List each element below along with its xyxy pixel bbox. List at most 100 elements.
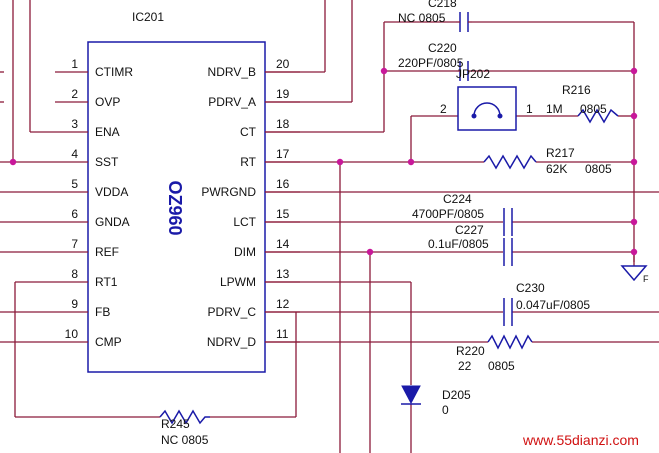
c227-capacitor bbox=[503, 238, 513, 266]
junctions bbox=[336, 67, 638, 256]
ic-body bbox=[87, 41, 266, 373]
ic-pin-number: 20 bbox=[276, 57, 290, 71]
ic-pin-name: OVP bbox=[95, 95, 120, 109]
c230-capacitor bbox=[503, 298, 513, 326]
ic-part-label: OZ960 bbox=[165, 180, 185, 235]
ic-pin-number: 3 bbox=[71, 117, 78, 131]
junction bbox=[630, 158, 638, 166]
ic-pin-name: REF bbox=[95, 245, 119, 259]
r245-value: NC 0805 bbox=[161, 433, 209, 447]
c224-ref: C224 bbox=[443, 192, 472, 206]
c227-value: 0.1uF/0805 bbox=[428, 237, 489, 251]
ic-pin-number: 1 bbox=[71, 57, 78, 71]
c224-value: 4700PF/0805 bbox=[412, 207, 484, 221]
ic-pin-name: RT bbox=[240, 155, 256, 169]
c218-ref: C218 bbox=[428, 0, 457, 10]
ic-pin-number: 18 bbox=[276, 117, 290, 131]
ic-pin-name: LPWM bbox=[220, 275, 256, 289]
ic-pin-number: 15 bbox=[276, 207, 290, 221]
c220-ref: C220 bbox=[428, 41, 457, 55]
ic-pin-name: SST bbox=[95, 155, 119, 169]
junction bbox=[366, 248, 374, 256]
ic-pin-name: RT1 bbox=[95, 275, 118, 289]
r245-resistor bbox=[159, 409, 210, 425]
ic-pin-name: PDRV_A bbox=[208, 95, 256, 109]
ic-pin-number: 8 bbox=[71, 267, 78, 281]
jp202-pin2: 2 bbox=[440, 102, 447, 116]
d205-value: 0 bbox=[442, 403, 449, 417]
ic-pin-name: CT bbox=[240, 125, 257, 139]
junction bbox=[630, 67, 638, 75]
ic-pin-name: PWRGND bbox=[201, 185, 256, 199]
ic-pin-number: 13 bbox=[276, 267, 290, 281]
r216-pkg: 0805 bbox=[580, 102, 607, 116]
ic-pin-name: LCT bbox=[233, 215, 256, 229]
ic-pin-number: 17 bbox=[276, 147, 290, 161]
r217-resistor bbox=[483, 154, 537, 170]
c218-capacitor bbox=[456, 12, 472, 32]
ground-label: F bbox=[643, 274, 649, 284]
c227-ref: C227 bbox=[455, 223, 484, 237]
ic-pin-name: NDRV_D bbox=[207, 335, 256, 349]
ic-pin-name: NDRV_B bbox=[208, 65, 256, 79]
ic-ref-label: IC201 bbox=[132, 10, 164, 24]
r216-resistor bbox=[577, 108, 619, 124]
r220-ref: R220 bbox=[456, 344, 485, 358]
r216-ref: R216 bbox=[562, 83, 591, 97]
ic-pin-name: CTIMR bbox=[95, 65, 133, 79]
c224-capacitor bbox=[503, 208, 513, 236]
ic-pin-number: 11 bbox=[276, 327, 289, 341]
r217-value: 62K bbox=[546, 162, 567, 176]
c218-value: NC 0805 bbox=[398, 11, 446, 25]
ic-pin-number: 5 bbox=[71, 177, 78, 191]
ic-pin-name: CMP bbox=[95, 335, 122, 349]
ic-pin-number: 10 bbox=[65, 327, 79, 341]
left-wiring bbox=[0, 0, 297, 418]
junction-sst bbox=[9, 158, 17, 166]
r220-value: 22 bbox=[458, 359, 472, 373]
c230-value: 0.047uF/0805 bbox=[516, 298, 590, 312]
right-wiring bbox=[265, 0, 659, 453]
ic-pin-number: 14 bbox=[276, 237, 290, 251]
ic-pin-number: 7 bbox=[71, 237, 78, 251]
r245-ref: R245 bbox=[161, 417, 190, 431]
jp202-jumper bbox=[457, 86, 517, 131]
ic-pin-name: PDRV_C bbox=[208, 305, 257, 319]
junction bbox=[336, 158, 344, 166]
r216-value: 1M bbox=[546, 102, 563, 116]
ground-symbol bbox=[620, 265, 648, 282]
r217-ref: R217 bbox=[546, 146, 575, 160]
ic-pin-name: DIM bbox=[234, 245, 256, 259]
ic-pin-name: GNDA bbox=[95, 215, 130, 229]
ic-pin-number: 4 bbox=[71, 147, 78, 161]
r220-pkg: 0805 bbox=[488, 359, 515, 373]
junction bbox=[407, 158, 415, 166]
ic-pin-number: 19 bbox=[276, 87, 290, 101]
r220-resistor bbox=[487, 334, 533, 350]
junction bbox=[380, 67, 388, 75]
ic-pin-name: ENA bbox=[95, 125, 120, 139]
ic-pin-name: FB bbox=[95, 305, 110, 319]
ic-pin-number: 12 bbox=[276, 297, 290, 311]
r217-pkg: 0805 bbox=[585, 162, 612, 176]
ic-pin-number: 6 bbox=[71, 207, 78, 221]
junction bbox=[630, 248, 638, 256]
d205-diode bbox=[401, 385, 421, 405]
ic-pin-number: 16 bbox=[276, 177, 290, 191]
jp202-pin1: 1 bbox=[526, 102, 533, 116]
junction bbox=[630, 218, 638, 226]
d205-ref: D205 bbox=[442, 388, 471, 402]
junction bbox=[630, 112, 638, 120]
c230-ref: C230 bbox=[516, 281, 545, 295]
ic-pin-number: 9 bbox=[71, 297, 78, 311]
c220-value: 220PF/0805 bbox=[398, 56, 464, 70]
ic-pin-number: 2 bbox=[71, 87, 78, 101]
jp202-ref: JP202 bbox=[456, 67, 490, 81]
c220-capacitor bbox=[456, 61, 472, 81]
watermark-text: www.55dianzi.com bbox=[522, 432, 639, 448]
ic-pin-name: VDDA bbox=[95, 185, 128, 199]
